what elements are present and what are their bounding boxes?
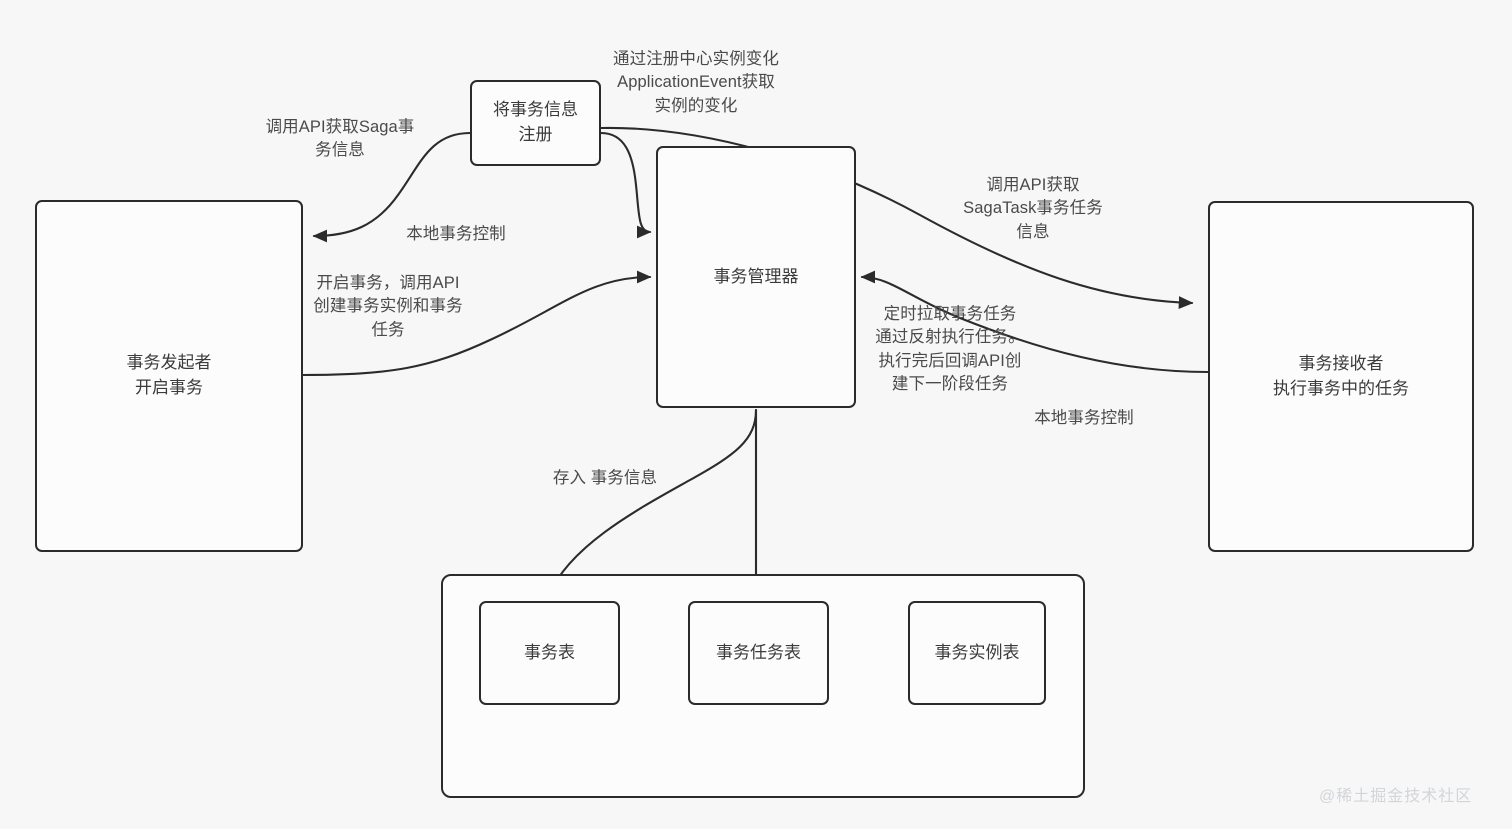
edge-register-to-manager: [599, 131, 652, 239]
watermark: @稀土掘金技术社区: [1319, 788, 1473, 805]
edge-initiator-to-manager: [301, 270, 652, 377]
edge-register-to-receiver: [599, 126, 1194, 310]
node-initiator[interactable]: 事务发起者 开启事务: [35, 200, 303, 552]
edge-label-local-tx-control-right: 本地事务控制: [1034, 409, 1134, 427]
edge-label-registry-event: 通过注册中心实例变化 ApplicationEvent获取 实例的变化: [613, 50, 779, 115]
edge-manager-to-table-tx: [547, 408, 758, 597]
edge-label-get-sagatask-info: 调用API获取 SagaTask事务任务 信息: [963, 176, 1103, 241]
edge-register-to-initiator: [312, 131, 472, 243]
node-table-transaction[interactable]: 事务表: [479, 601, 620, 705]
edge-label-local-tx-control-left: 本地事务控制: [406, 225, 506, 243]
node-table-transaction-instance[interactable]: 事务实例表: [908, 601, 1046, 705]
edge-label-save-transaction-info: 存入 事务信息: [552, 469, 658, 487]
node-table-transaction-task[interactable]: 事务任务表: [688, 601, 829, 705]
edge-label-pull-and-execute: 定时拉取事务任务 通过反射执行任务。 执行完后回调API创 建下一阶段任务: [875, 305, 1025, 394]
node-transaction-manager[interactable]: 事务管理器: [656, 146, 856, 408]
edge-label-start-transaction: 开启事务，调用API 创建事务实例和事务 任务: [313, 274, 463, 339]
node-receiver[interactable]: 事务接收者 执行事务中的任务: [1208, 201, 1474, 552]
edge-label-get-saga-info: 调用API获取Saga事 务信息: [265, 118, 415, 160]
node-register[interactable]: 将事务信息 注册: [470, 80, 601, 166]
edge-receiver-to-manager: [860, 270, 1210, 374]
